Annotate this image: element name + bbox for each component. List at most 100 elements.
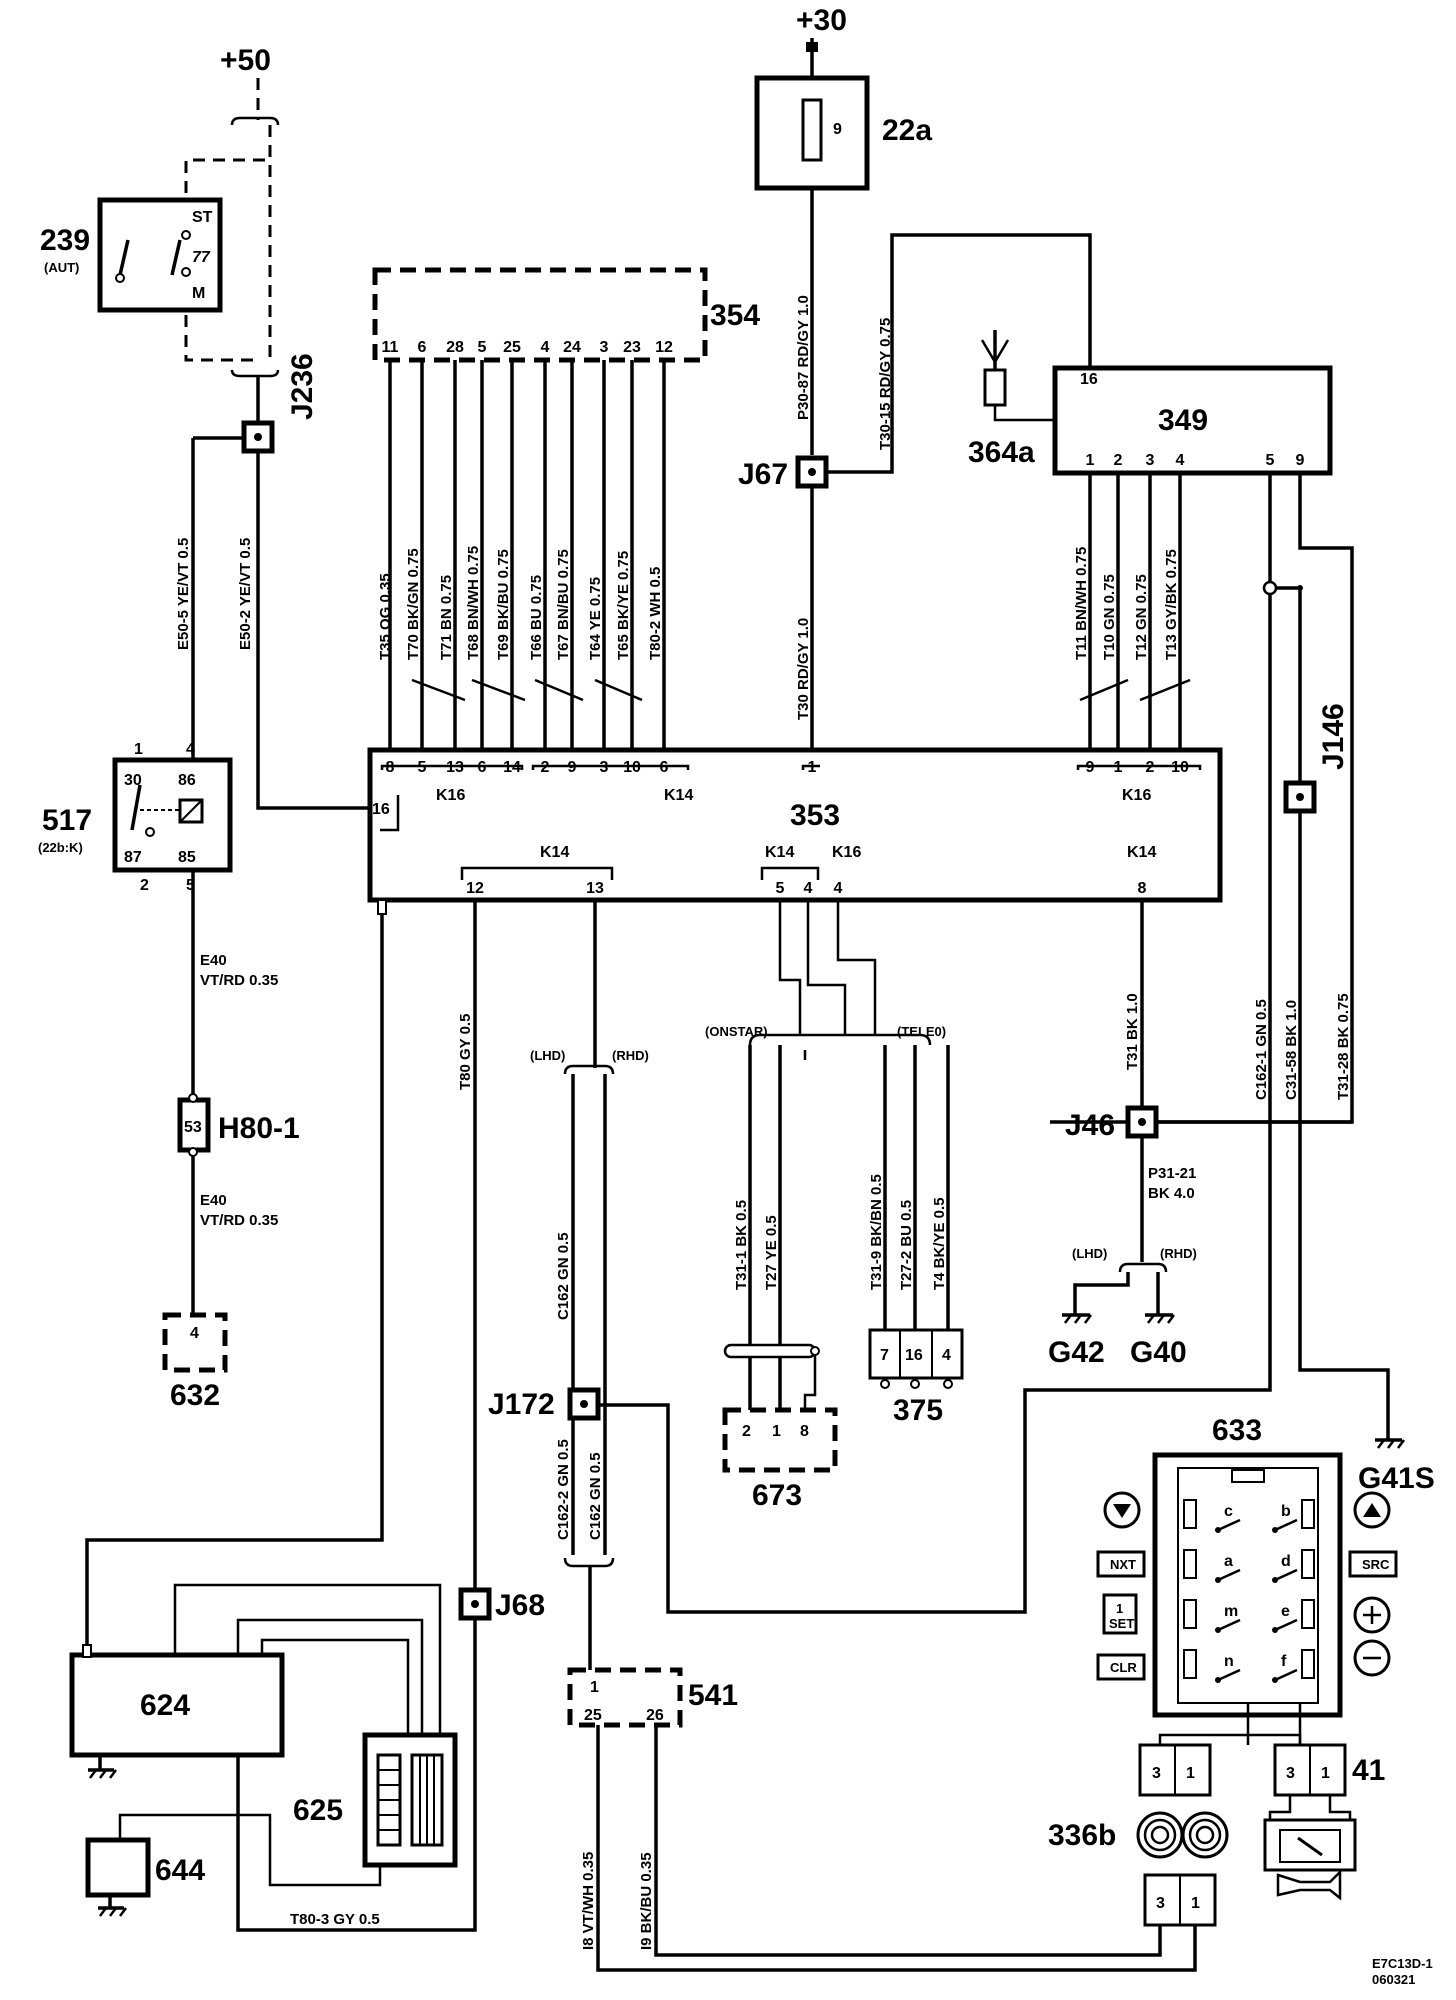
p354-28: 28 <box>446 339 464 356</box>
wire-i9: I9 BK/BU 0.35 <box>638 1852 655 1950</box>
switch-contact-f <box>1272 1677 1278 1683</box>
switch-label-b: b <box>1281 1503 1291 1520</box>
plus30-label: +30 <box>796 4 847 37</box>
p673-2: 2 <box>742 1423 751 1440</box>
p354-4: 4 <box>541 339 550 356</box>
wire-p31-21a: P31-21 <box>1148 1165 1196 1182</box>
j46-label: J46 <box>1065 1109 1115 1142</box>
wire-e40b-1: E40 <box>200 1192 227 1209</box>
component-364a <box>980 330 1055 422</box>
resistor-left-1 <box>1183 1549 1197 1579</box>
c375-label: 375 <box>893 1394 943 1427</box>
p353-top-13: 13 <box>446 759 464 776</box>
c354-label: 354 <box>710 299 760 332</box>
src-label: SRC <box>1362 1557 1390 1572</box>
p353-top-10: 10 <box>623 759 641 776</box>
c644-label: 644 <box>155 1854 205 1887</box>
ground-624 <box>88 1755 117 1779</box>
set-1-label: 1 <box>1116 1601 1123 1616</box>
wire-t31-28: T31-28 BK 0.75 <box>1335 993 1352 1100</box>
wire-t10: T10 GN 0.75 <box>1101 574 1118 660</box>
p673-8: 8 <box>800 1423 809 1440</box>
wire-t27: T27 YE 0.5 <box>763 1215 780 1290</box>
wire-t4: T4 BK/YE 0.5 <box>931 1197 948 1290</box>
p354-24: 24 <box>563 339 581 356</box>
switch-label-a: a <box>1224 1553 1233 1570</box>
wire-t80: T80 GY 0.5 <box>457 1014 474 1090</box>
p353-bottom-8: 8 <box>1138 880 1147 897</box>
p517-5: 5 <box>186 877 195 894</box>
p517-30: 30 <box>124 772 142 789</box>
g42-label: G42 <box>1048 1336 1105 1369</box>
wire-t65: T65 BK/YE 0.75 <box>615 551 632 660</box>
resistor-right-3 <box>1301 1649 1315 1679</box>
wire-t12: T12 GN 0.75 <box>1133 574 1150 660</box>
wire-t27-2: T27-2 BU 0.5 <box>898 1200 915 1290</box>
c633-label: 633 <box>1212 1414 1262 1447</box>
p353-top-1: 1 <box>808 759 817 776</box>
p353-bottom-5: 5 <box>776 880 785 897</box>
switch-contact-c <box>1215 1527 1221 1533</box>
component-353 <box>367 747 1223 903</box>
wire-c162-2: C162-2 GN 0.5 <box>555 1439 572 1540</box>
p336-bottom-3: 3 <box>1156 1895 1165 1912</box>
p354-3: 3 <box>600 339 609 356</box>
p349-3: 3 <box>1146 452 1155 469</box>
p673-1: 1 <box>772 1423 781 1440</box>
p353-top-9: 9 <box>568 759 577 776</box>
wire-p31-21b: BK 4.0 <box>1148 1185 1195 1202</box>
footer-code: E7C13D-1 <box>1372 1956 1433 1971</box>
c624-label: 624 <box>140 1689 190 1722</box>
switch-f <box>1274 1668 1298 1682</box>
switch-n <box>1217 1668 1241 1682</box>
p353-top-2: 2 <box>1146 759 1155 776</box>
wire-c162-1: C162-1 GN 0.5 <box>1253 999 1270 1100</box>
switch-a <box>1217 1568 1241 1582</box>
p541-25: 25 <box>584 1707 602 1724</box>
resistor-right-2 <box>1301 1599 1315 1629</box>
c673-label: 673 <box>752 1479 802 1512</box>
resistor-left-0 <box>1183 1499 1197 1529</box>
p517-85: 85 <box>178 849 196 866</box>
p541-26: 26 <box>646 1707 664 1724</box>
p353-bottom-13: 13 <box>586 880 604 897</box>
p353-top-2: 2 <box>541 759 550 776</box>
rhd-label-c162: (RHD) <box>612 1048 649 1063</box>
nxt-label: NXT <box>1110 1557 1136 1572</box>
wire-t80-2: T80-2 WH 0.5 <box>647 567 664 660</box>
wire-t35: T35 OG 0.35 <box>377 573 394 660</box>
p354-25: 25 <box>503 339 521 356</box>
j236-label: J236 <box>286 353 319 420</box>
wire-i8: I8 VT/WH 0.35 <box>580 1852 597 1950</box>
component-624 <box>69 1652 285 1758</box>
wire-t70: T70 BK/GN 0.75 <box>405 548 422 660</box>
footer-date: 060321 <box>1372 1972 1415 1987</box>
wire-labels-354: T35 OG 0.35 T70 BK/GN 0.75 T71 BN 0.75 T… <box>377 546 664 660</box>
k16-left-label: K16 <box>436 787 465 804</box>
wire-t64: T64 YE 0.75 <box>587 577 604 660</box>
twist-marks <box>411 678 643 702</box>
c517-label: 517 <box>42 804 92 837</box>
wire-t68: T68 BN/WH 0.75 <box>465 546 482 660</box>
p353-top-5: 5 <box>418 759 427 776</box>
j146-label: J146 <box>1317 703 1350 770</box>
connector-336b-top <box>1138 1743 1212 1797</box>
wire-e50-5: E50-5 YE/VT 0.5 <box>175 538 192 650</box>
wire-labels-349: T11 BN/WH 0.75 T10 GN 0.75 T12 GN 0.75 T… <box>1073 547 1180 660</box>
ground-g40 <box>1145 1313 1175 1324</box>
wire-t69: T69 BK/BU 0.75 <box>495 549 512 660</box>
h80-pin: 53 <box>184 1119 202 1136</box>
wire-e50-2: E50-2 YE/VT 0.5 <box>237 538 254 650</box>
resistor-right-0 <box>1301 1499 1315 1529</box>
clr-label: CLR <box>1110 1660 1137 1675</box>
switch-label-m: m <box>1224 1603 1238 1620</box>
p517-87: 87 <box>124 849 142 866</box>
p336-bottom-1: 1 <box>1191 1895 1200 1912</box>
switch-label-n: n <box>1224 1653 1234 1670</box>
c625-label: 625 <box>293 1794 343 1827</box>
p517-4: 4 <box>186 741 195 758</box>
p353-top-3: 3 <box>600 759 609 776</box>
